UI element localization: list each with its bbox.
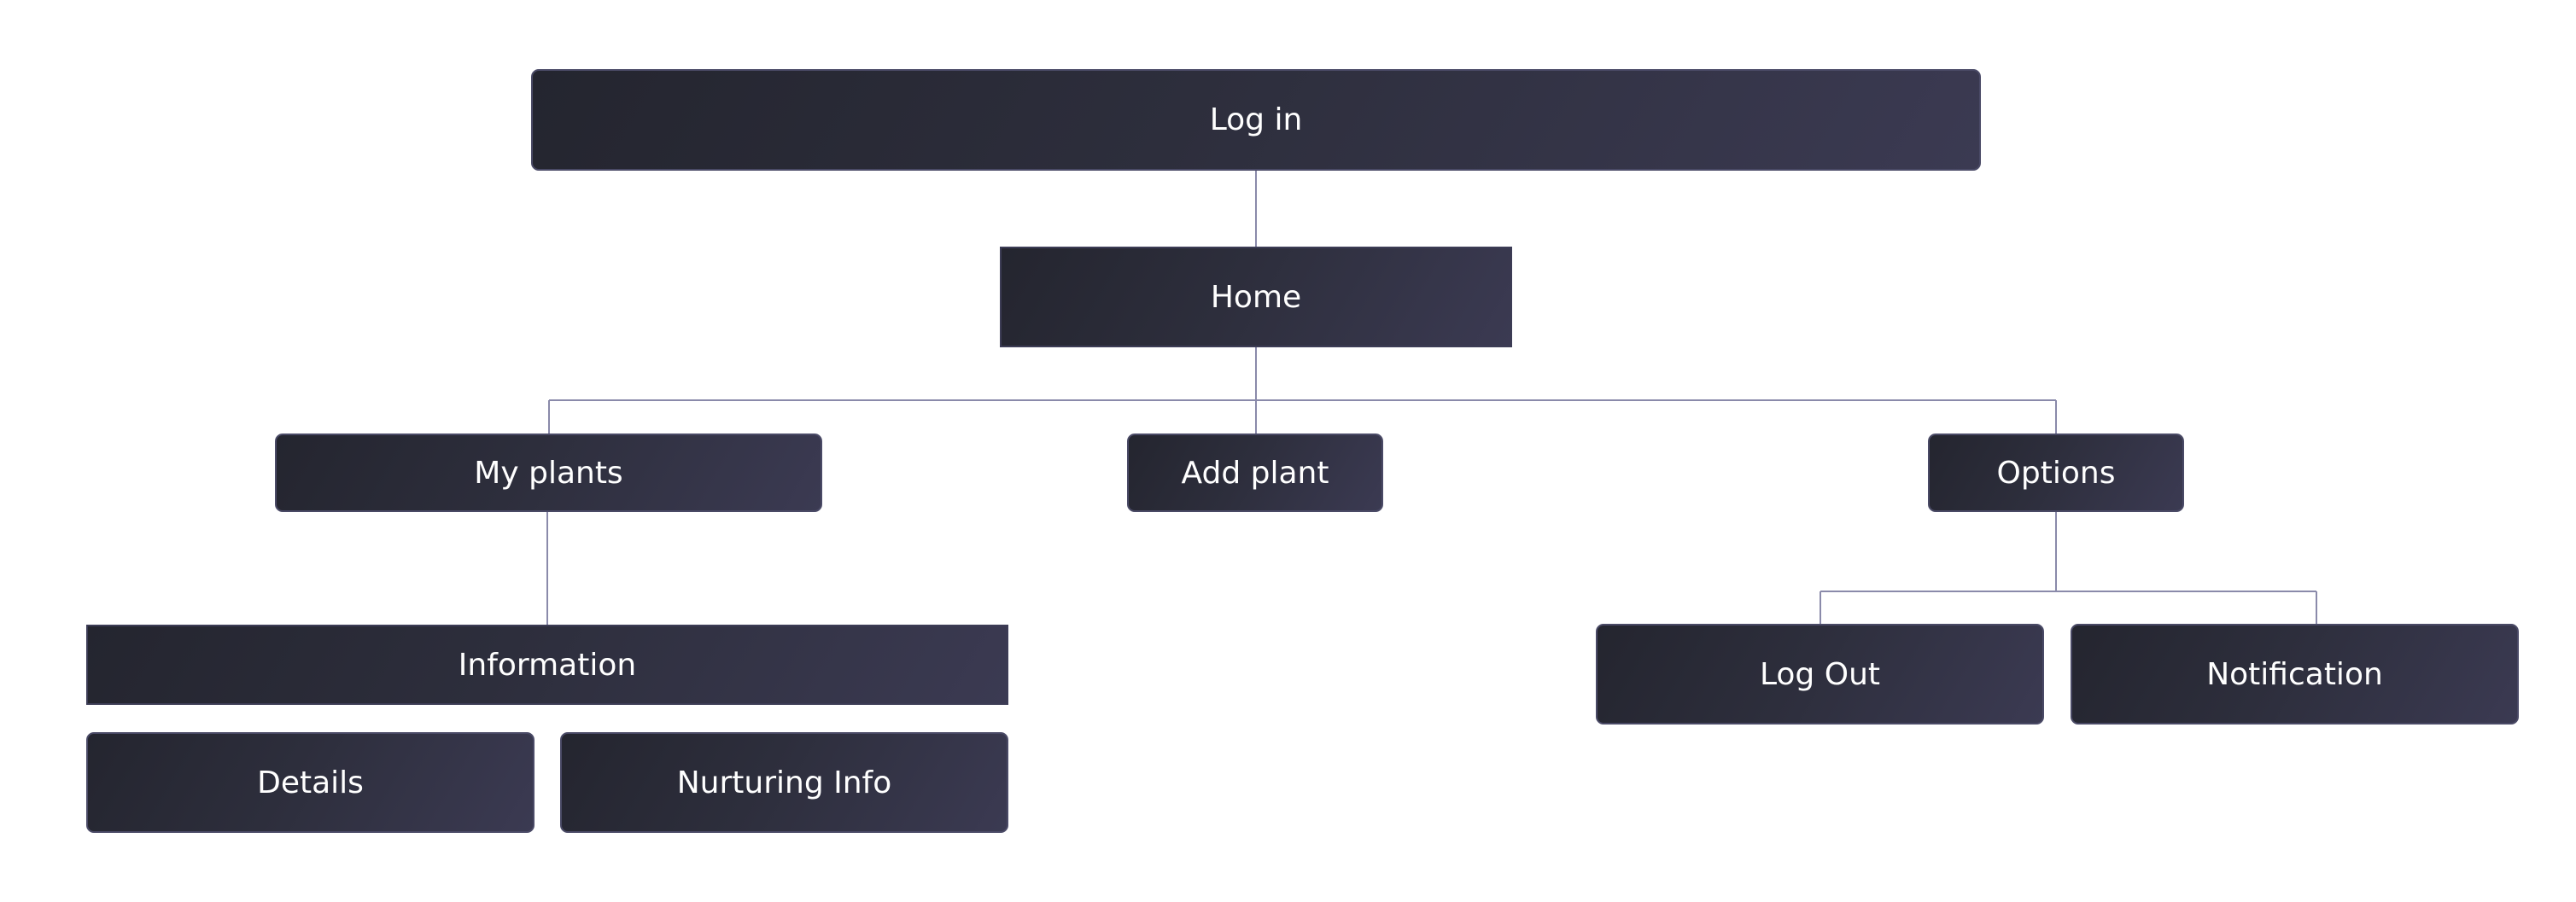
node-login: Log in — [531, 69, 1981, 171]
node-log-out: Log Out — [1596, 624, 2044, 725]
node-notification: Notification — [2071, 624, 2519, 725]
node-my-plants: My plants — [275, 434, 822, 512]
node-home: Home — [1000, 247, 1512, 347]
node-nurturing-info: Nurturing Info — [560, 732, 1008, 833]
node-home-label: Home — [1210, 279, 1302, 315]
node-details-label: Details — [257, 765, 364, 800]
node-options: Options — [1928, 434, 2184, 512]
node-add-plant: Add plant — [1127, 434, 1383, 512]
node-login-label: Log in — [1209, 102, 1303, 137]
node-details: Details — [86, 732, 534, 833]
node-information-label: Information — [458, 647, 637, 683]
node-notification-label: Notification — [2206, 656, 2383, 692]
node-information: Information — [86, 625, 1008, 705]
node-my-plants-label: My plants — [474, 455, 623, 491]
node-log-out-label: Log Out — [1759, 656, 1880, 692]
node-add-plant-label: Add plant — [1181, 455, 1329, 491]
node-options-label: Options — [1996, 455, 2116, 491]
node-nurturing-info-label: Nurturing Info — [676, 765, 892, 800]
